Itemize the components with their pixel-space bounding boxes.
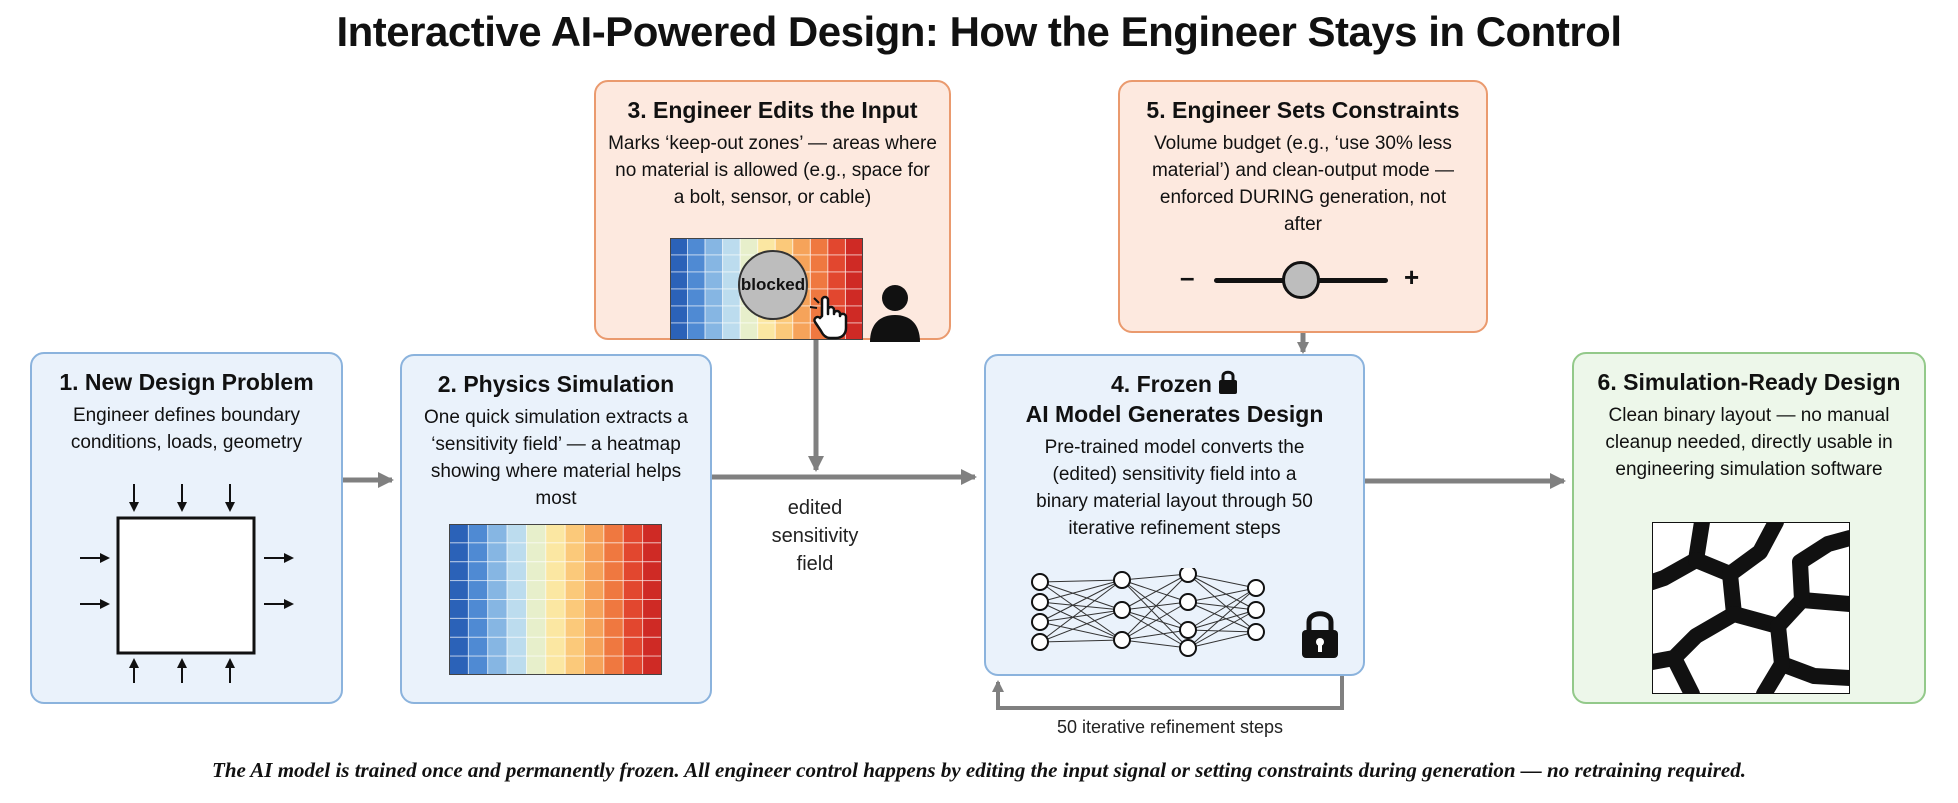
nn-edge xyxy=(1187,601,1257,611)
nn-edge xyxy=(1187,587,1257,603)
footer-note: The AI model is trained once and permane… xyxy=(212,758,1746,782)
nn-node xyxy=(1179,568,1197,583)
engineer-person-icon xyxy=(870,285,920,342)
nn-node xyxy=(1031,573,1049,591)
nn-node xyxy=(1113,571,1131,589)
nn-edge xyxy=(1121,601,1189,641)
step-2-title: 2. Physics Simulation xyxy=(437,371,675,397)
nn-edge xyxy=(1039,581,1123,611)
flow-label-text: edited sensitivity field xyxy=(771,497,859,575)
nn-edge xyxy=(1121,609,1189,631)
nn-edge xyxy=(1187,609,1257,631)
nn-edge xyxy=(1121,579,1189,631)
nn-edge xyxy=(1039,579,1123,623)
boundary-conditions-diagram xyxy=(80,484,294,683)
step-6-title: 6. Simulation-Ready Design xyxy=(1597,369,1901,395)
nn-edge xyxy=(1039,601,1123,611)
nn-edge xyxy=(1121,629,1189,641)
step-4-body: Pre-trained model converts the (edited) … xyxy=(1036,437,1313,539)
nn-edge xyxy=(1039,621,1123,641)
nn-edge xyxy=(1039,601,1123,641)
nn-edge xyxy=(1187,573,1257,589)
nn-edge xyxy=(1187,587,1257,631)
step-3-title: 3. Engineer Edits the Input xyxy=(627,97,918,123)
nn-edge xyxy=(1187,587,1257,649)
step-4-title-line1: 4. Frozen xyxy=(986,370,1363,398)
nn-node xyxy=(1031,593,1049,611)
heatmap-border xyxy=(670,238,863,340)
nn-edge xyxy=(1039,609,1123,643)
nn-edge xyxy=(1121,579,1189,649)
step-1-body: Engineer defines boundary conditions, lo… xyxy=(70,405,303,453)
heatmap-border xyxy=(449,524,662,675)
nn-node xyxy=(1247,623,1265,641)
nn-edge xyxy=(1121,573,1189,611)
volume-slider[interactable]: – + xyxy=(1172,258,1434,302)
nn-edge xyxy=(1121,579,1189,603)
nn-node xyxy=(1247,579,1265,597)
slider-plus-label: + xyxy=(1404,262,1420,292)
nn-edge xyxy=(1187,609,1257,649)
domain-square xyxy=(116,516,256,655)
blocked-label: blocked xyxy=(740,275,806,294)
step-2-body: One quick simulation extracts a ‘sensiti… xyxy=(423,407,688,509)
nn-edge xyxy=(1121,573,1189,641)
nn-node xyxy=(1113,601,1131,619)
nn-node xyxy=(1179,639,1197,657)
nn-edge xyxy=(1187,631,1257,649)
nn-node xyxy=(1113,631,1131,649)
nn-edge xyxy=(1039,579,1123,603)
nn-edge xyxy=(1187,629,1257,633)
nn-edge xyxy=(1121,573,1189,581)
refinement-loop xyxy=(992,676,1344,710)
sensitivity-heatmap xyxy=(449,524,662,675)
step-5-title: 5. Engineer Sets Constraints xyxy=(1146,97,1460,123)
nn-edge xyxy=(1121,601,1189,611)
nn-node xyxy=(1031,633,1049,651)
hand-cursor-icon xyxy=(810,295,848,340)
nn-node xyxy=(1179,593,1197,611)
nn-edge xyxy=(1187,573,1257,633)
slider-knob[interactable] xyxy=(1282,261,1320,299)
nn-edge xyxy=(1039,609,1123,623)
large-lock-icon xyxy=(1302,611,1338,658)
nn-edge xyxy=(1039,639,1123,643)
nn-edge xyxy=(1121,609,1189,649)
step-6-body: Clean binary layout — no manual cleanup … xyxy=(1605,405,1893,480)
step-4-title-line2: AI Model Generates Design xyxy=(1025,401,1324,427)
nn-node xyxy=(1247,601,1265,619)
nn-edge xyxy=(1039,579,1123,583)
nn-edge xyxy=(1187,601,1257,633)
heatmap-cell xyxy=(642,655,662,675)
step-4-box: 4. Frozen AI Model Generates Design Pre-… xyxy=(984,354,1365,676)
nn-edge xyxy=(1121,639,1189,649)
nn-edge xyxy=(1039,579,1123,643)
edited-sensitivity-field-label: edited sensitivity field xyxy=(740,494,890,578)
refinement-loop-label: 50 iterative refinement steps xyxy=(1056,717,1284,737)
step-4-title-text: 4. Frozen xyxy=(1111,371,1212,397)
binary-layout-result xyxy=(1652,522,1850,694)
keep-out-zone: blocked xyxy=(738,250,808,320)
step-5-body: Volume budget (e.g., ‘use 30% less mater… xyxy=(1151,133,1455,235)
diagram-title: Interactive AI-Powered Design: How the E… xyxy=(336,8,1622,55)
step-1-title: 1. New Design Problem xyxy=(59,369,314,395)
nn-node xyxy=(1031,613,1049,631)
slider-minus-label: – xyxy=(1180,262,1195,292)
step-3-body: Marks ‘keep-out zones’ — areas where no … xyxy=(608,133,937,208)
neural-network-diagram xyxy=(1031,568,1265,657)
nn-edge xyxy=(1187,573,1257,611)
lock-icon xyxy=(1218,370,1237,394)
nn-node xyxy=(1179,621,1197,639)
